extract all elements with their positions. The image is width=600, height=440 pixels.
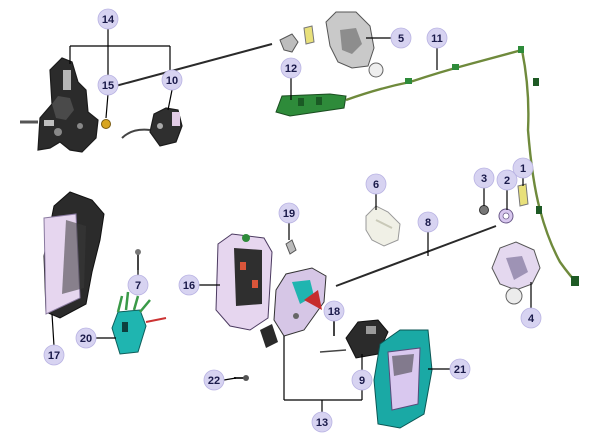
part-linkage-mechanism xyxy=(260,267,327,348)
svg-text:17: 17 xyxy=(48,350,60,362)
svg-text:21: 21 xyxy=(454,364,466,376)
svg-text:18: 18 xyxy=(328,306,340,318)
part-nut xyxy=(101,119,111,129)
svg-text:22: 22 xyxy=(208,375,220,387)
callout-4[interactable]: 4 xyxy=(520,307,542,329)
part-grommet xyxy=(498,208,514,224)
svg-text:19: 19 xyxy=(283,208,295,220)
callout-11[interactable]: 11 xyxy=(426,27,448,49)
svg-text:20: 20 xyxy=(80,333,92,345)
callout-15[interactable]: 15 xyxy=(97,74,119,96)
part-rod-clip xyxy=(279,25,315,53)
callout-10[interactable]: 10 xyxy=(161,69,183,91)
part-connector-block xyxy=(111,291,167,355)
callout-14[interactable]: 14 xyxy=(97,8,119,30)
svg-text:10: 10 xyxy=(166,75,178,87)
callout-19[interactable]: 19 xyxy=(278,202,300,224)
callout-12[interactable]: 12 xyxy=(280,57,302,79)
svg-text:9: 9 xyxy=(359,375,365,387)
callout-18[interactable]: 18 xyxy=(323,300,345,322)
part-latch-lower xyxy=(491,241,541,305)
callout-6[interactable]: 6 xyxy=(365,173,387,195)
part-handle-housing xyxy=(43,191,105,319)
svg-text:11: 11 xyxy=(431,33,443,45)
rod-top xyxy=(107,43,273,89)
part-yellow-clip xyxy=(517,183,529,207)
callout-20[interactable]: 20 xyxy=(75,327,97,349)
svg-text:4: 4 xyxy=(528,313,535,325)
svg-text:5: 5 xyxy=(398,33,404,45)
svg-text:16: 16 xyxy=(183,280,195,292)
svg-text:2: 2 xyxy=(504,175,510,187)
svg-text:12: 12 xyxy=(285,63,297,75)
callout-5[interactable]: 5 xyxy=(390,27,412,49)
callout-21[interactable]: 21 xyxy=(449,358,471,380)
rod-middle xyxy=(335,225,497,287)
part-spring-pack xyxy=(365,205,401,247)
callout-2[interactable]: 2 xyxy=(496,169,518,191)
part-screw-7 xyxy=(135,249,141,270)
callout-1[interactable]: 1 xyxy=(512,157,534,179)
svg-text:6: 6 xyxy=(373,179,379,191)
part-latch-frame xyxy=(20,57,99,153)
part-screw-22 xyxy=(234,375,249,381)
leader-lines xyxy=(51,28,532,412)
svg-text:13: 13 xyxy=(316,417,328,429)
part-bracket-16 xyxy=(215,233,273,331)
svg-text:14: 14 xyxy=(102,14,115,26)
svg-text:3: 3 xyxy=(481,173,487,185)
svg-text:8: 8 xyxy=(425,217,431,229)
part-actuator xyxy=(121,107,183,147)
callout-17[interactable]: 17 xyxy=(43,344,65,366)
callout-22[interactable]: 22 xyxy=(203,369,225,391)
callout-8[interactable]: 8 xyxy=(417,211,439,233)
callout-7[interactable]: 7 xyxy=(127,274,149,296)
part-bolt-small xyxy=(479,205,489,215)
part-actuator-9 xyxy=(319,319,389,359)
callout-3[interactable]: 3 xyxy=(473,167,495,189)
svg-text:1: 1 xyxy=(520,163,526,175)
svg-text:7: 7 xyxy=(135,280,141,292)
cable-clips xyxy=(405,46,579,286)
callout-16[interactable]: 16 xyxy=(178,274,200,296)
callout-9[interactable]: 9 xyxy=(351,369,373,391)
cable-harness xyxy=(345,48,579,285)
part-outer-handle xyxy=(373,329,433,429)
svg-text:15: 15 xyxy=(102,80,114,92)
part-lock-plate xyxy=(325,11,384,78)
part-clip-19 xyxy=(285,239,297,255)
part-green-bracket xyxy=(275,93,347,117)
callout-13[interactable]: 13 xyxy=(311,411,333,433)
